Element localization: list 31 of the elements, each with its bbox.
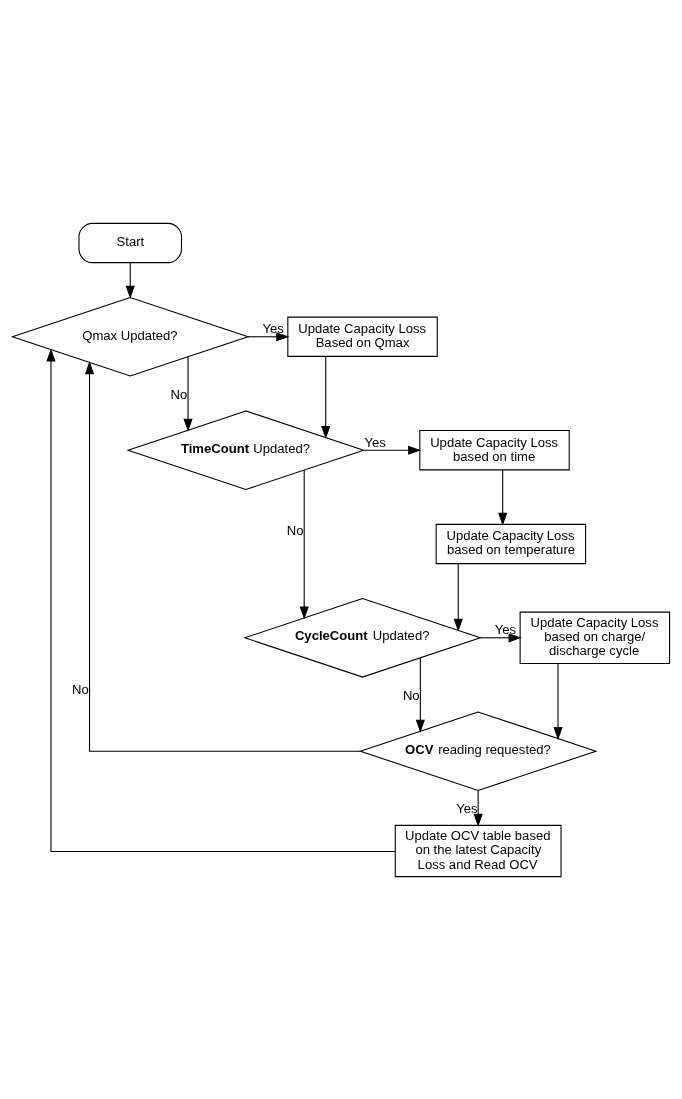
edge-label: Yes — [262, 320, 284, 336]
arrow — [247, 331, 290, 341]
node-diamond: CycleCount Updated? — [243, 597, 483, 678]
node-box: Update Capacity Loss based on temperature — [435, 523, 587, 564]
arrow — [46, 347, 396, 852]
arrow — [183, 356, 193, 432]
arrow — [363, 445, 422, 455]
edge-label: Yes — [364, 434, 386, 449]
arrow — [473, 789, 483, 827]
arrow — [479, 632, 522, 642]
node-box: Start — [78, 222, 183, 263]
arrow — [84, 360, 361, 752]
arrow — [125, 261, 135, 299]
edge-label: No — [402, 687, 420, 703]
node-box: Update OCV table based on the latest Capacity Loss and Read OCV — [394, 824, 562, 877]
arrow — [498, 469, 508, 526]
arrow — [453, 562, 463, 632]
arrow — [299, 469, 309, 619]
edge-label: Yes — [494, 621, 517, 637]
node-diamond: OCV reading requested? — [358, 710, 598, 791]
edge-label: No — [286, 522, 304, 538]
edge-label: Yes — [456, 800, 478, 816]
edge-label: No — [72, 681, 89, 697]
node-box: Update Capacity Loss based on charge/ discharge cycle — [519, 611, 671, 664]
node-box: Update Capacity Loss Based on Qmax — [287, 316, 438, 357]
node-box: Update Capacity Loss based on time — [419, 429, 570, 470]
arrow — [321, 355, 331, 439]
node-diamond: TimeCount Updated? — [126, 409, 366, 490]
edge-label: No — [170, 386, 188, 402]
arrow — [553, 662, 563, 740]
arrow — [415, 657, 425, 733]
